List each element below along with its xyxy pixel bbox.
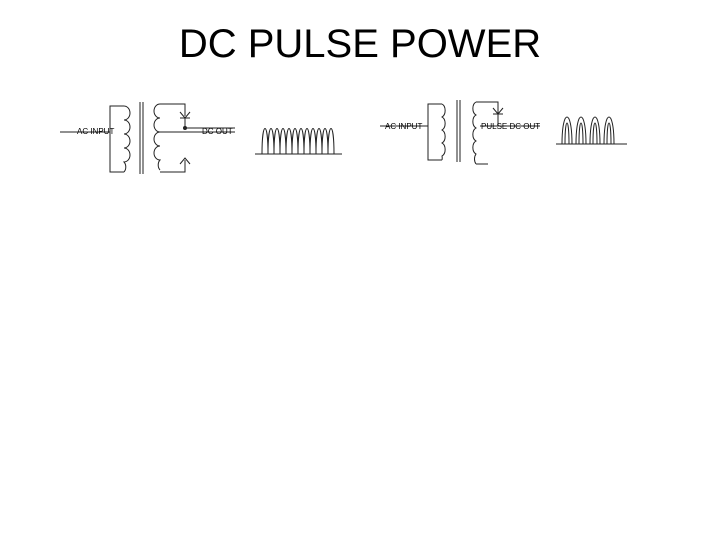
waveform-pulses-right-outer bbox=[561, 116, 615, 145]
primary-coil bbox=[122, 105, 131, 173]
full-wave-circuit-diagram: AC INPUT DC OUT bbox=[60, 92, 350, 182]
input-lead-bottom bbox=[109, 132, 124, 173]
full-wave-circuit-svg: AC INPUT DC OUT bbox=[60, 102, 342, 174]
secondary-top-lead-right bbox=[476, 101, 499, 114]
input-lead-top-right bbox=[380, 103, 442, 127]
waveform-pulses-left bbox=[261, 128, 335, 155]
waveform-pulses-right-inner bbox=[564, 122, 612, 145]
secondary-coil bbox=[153, 103, 162, 171]
full-wave-waveform bbox=[255, 128, 342, 155]
input-lead-top bbox=[60, 105, 124, 133]
half-wave-circuit-diagram: AC INPUT PULSE DC OUT bbox=[380, 92, 640, 172]
secondary-coil-right bbox=[472, 101, 478, 165]
junction-dot bbox=[183, 126, 187, 130]
primary-coil-right bbox=[440, 103, 446, 161]
output-label-left: DC OUT bbox=[202, 127, 233, 136]
output-label-right: PULSE DC OUT bbox=[481, 122, 540, 131]
secondary-top-lead bbox=[160, 103, 186, 116]
diode-bottom-icon bbox=[179, 157, 191, 165]
half-wave-circuit-svg: AC INPUT PULSE DC OUT bbox=[380, 100, 627, 165]
secondary-bottom-lead bbox=[160, 160, 186, 173]
input-label-right: AC INPUT bbox=[385, 122, 422, 131]
input-label-left: AC INPUT bbox=[77, 127, 114, 136]
input-lead-bottom-right bbox=[427, 126, 442, 161]
page-title: DC PULSE POWER bbox=[178, 22, 542, 66]
half-wave-waveform bbox=[556, 116, 627, 145]
